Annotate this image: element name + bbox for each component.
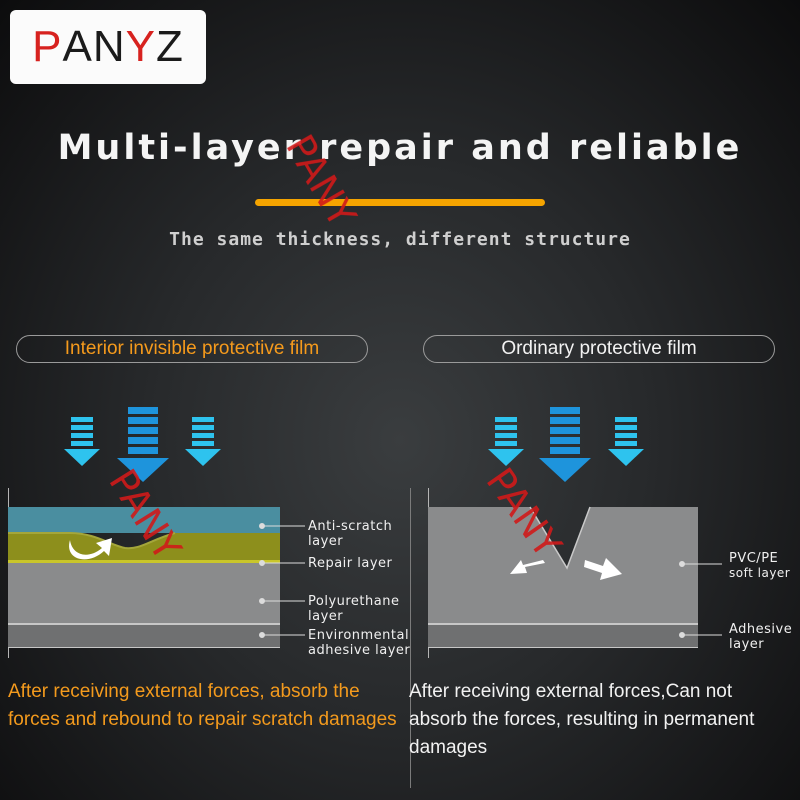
left-leader-lines bbox=[259, 523, 305, 638]
right-film-heading: Ordinary protective film bbox=[423, 335, 775, 363]
watermark-group: PANY PANY PANY bbox=[100, 128, 570, 569]
logo-letter-p: P bbox=[32, 22, 63, 71]
left-force-arrows-icon bbox=[64, 407, 221, 482]
left-caption: After receiving external forces, absorb … bbox=[8, 681, 397, 730]
right-film-stack bbox=[428, 488, 698, 658]
label-pvc-pe: PVC/PE soft layer bbox=[729, 551, 791, 580]
title-underline-bar bbox=[255, 199, 545, 206]
left-film-heading: Interior invisible protective film bbox=[16, 335, 368, 363]
label-adhesive: Adhesive layer bbox=[729, 622, 793, 652]
label-polyurethane: Polyurethane layer bbox=[308, 594, 400, 624]
label-anti-scratch: Anti-scratch layer bbox=[308, 519, 393, 549]
pvc-pe-soft-layer bbox=[428, 507, 698, 623]
rebound-arrow-icon bbox=[69, 538, 112, 560]
column-divider bbox=[410, 488, 411, 788]
right-diverge-arrow-icon bbox=[584, 558, 622, 580]
right-leader-lines bbox=[679, 561, 722, 638]
logo-letters-an: AN bbox=[62, 22, 126, 71]
page-subtitle: The same thickness, different structure bbox=[169, 229, 631, 250]
watermark-top: PANY bbox=[277, 128, 365, 236]
anti-scratch-layer bbox=[8, 507, 280, 533]
polyurethane-layer bbox=[8, 563, 280, 623]
page-title: Multi-layer repair and reliable bbox=[57, 128, 743, 168]
label-repair-layer: Repair layer bbox=[308, 556, 393, 571]
label-environmental-adhesive: Environmental adhesive layer bbox=[308, 628, 411, 658]
logo-letter-y: Y bbox=[125, 22, 156, 71]
logo-letter-z: Z bbox=[155, 22, 184, 71]
right-caption: After receiving external forces,Can not … bbox=[409, 681, 755, 758]
adhesive-layer-left bbox=[8, 625, 280, 647]
left-diverge-arrow-icon bbox=[510, 560, 545, 574]
right-force-arrows-icon bbox=[488, 407, 644, 482]
left-film-stack bbox=[8, 488, 280, 658]
adhesive-layer-right bbox=[428, 625, 698, 647]
